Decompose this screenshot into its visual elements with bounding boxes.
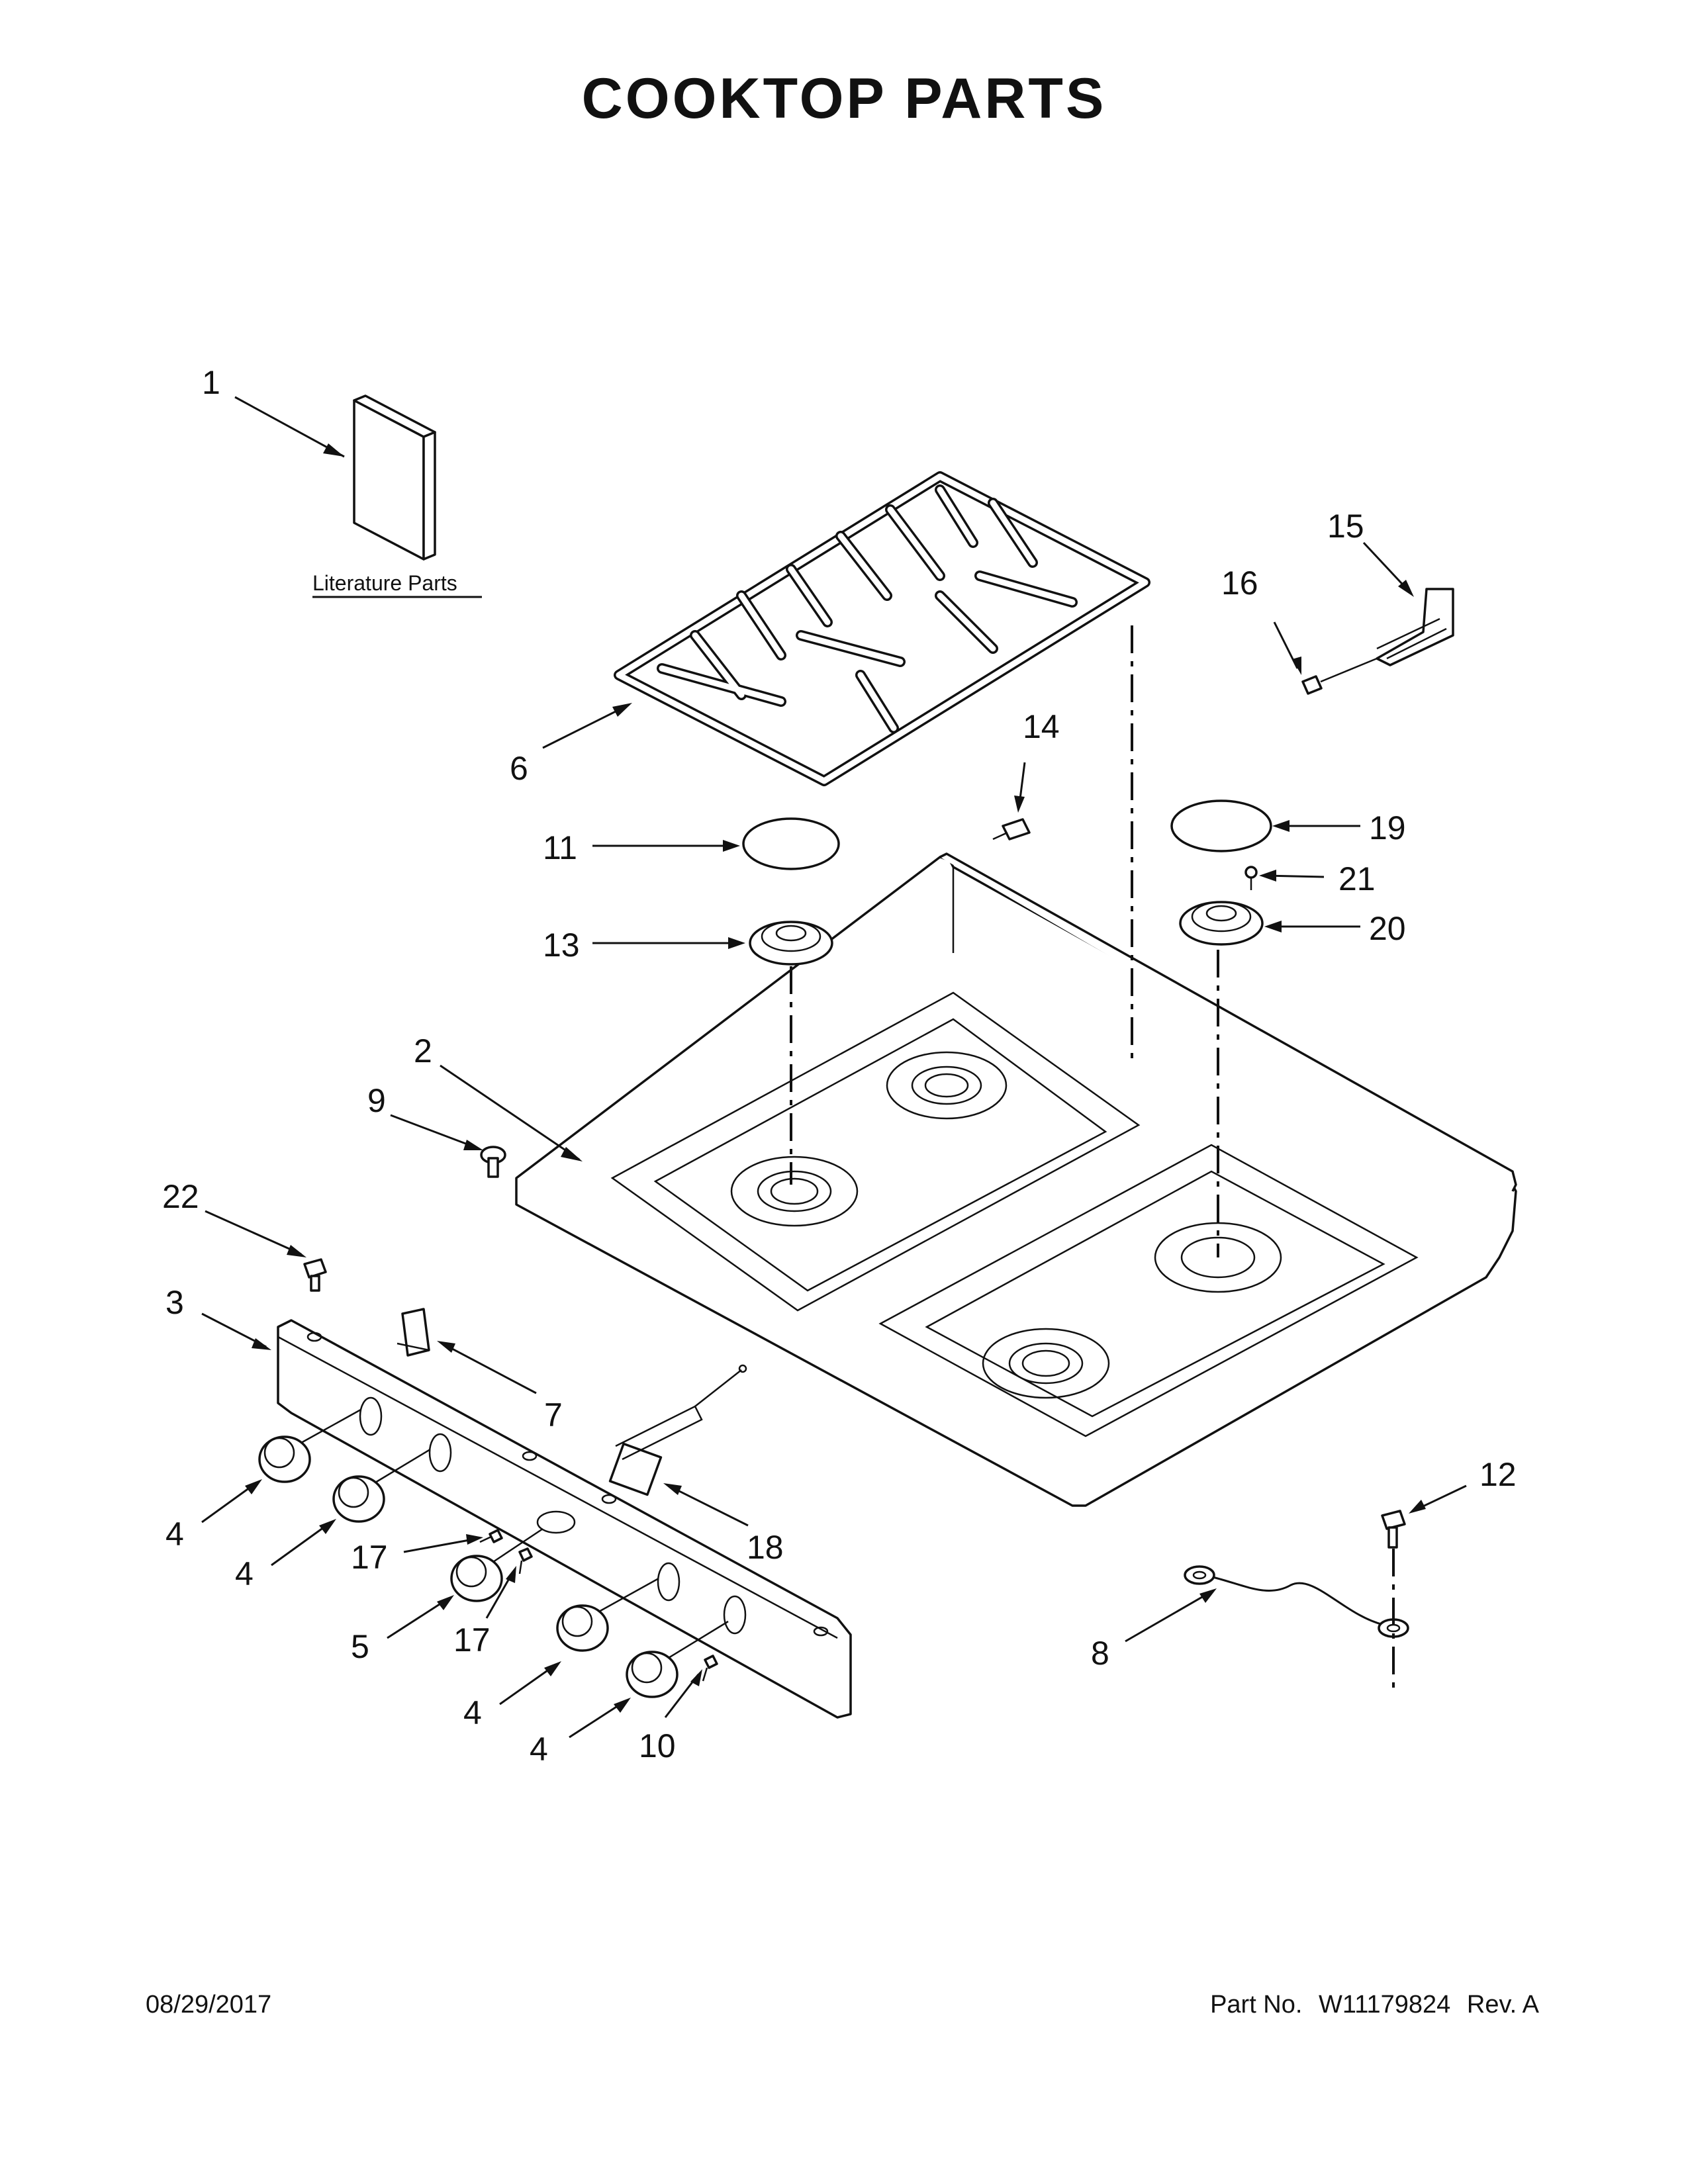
callout-19: 19 xyxy=(1369,809,1406,846)
callout-7: 7 xyxy=(544,1396,563,1433)
callout-17-b: 17 xyxy=(453,1621,491,1659)
part-9-bumper xyxy=(480,1146,506,1178)
callout-11: 11 xyxy=(543,829,577,866)
screw-17-b xyxy=(518,1547,533,1574)
revision-label: Rev. A xyxy=(1466,1991,1539,2019)
screw-14 xyxy=(992,818,1031,841)
callout-4-c: 4 xyxy=(463,1694,482,1731)
screw-17-a xyxy=(479,1529,503,1543)
spark-module-18 xyxy=(608,1364,747,1496)
callout-21: 21 xyxy=(1338,860,1376,897)
burner-base-right xyxy=(1179,901,1264,946)
revision-date: 08/29/2017 xyxy=(146,1991,272,2019)
control-panel-manifold xyxy=(277,1319,852,1719)
clip-7 xyxy=(397,1308,430,1357)
part-number-label: Part No. xyxy=(1210,1991,1303,2019)
burner-cap-right xyxy=(1170,799,1272,852)
burner-cap-left xyxy=(742,817,840,870)
knob-4-d[interactable] xyxy=(626,1651,679,1698)
knob-4-c[interactable] xyxy=(556,1604,609,1652)
screw-22 xyxy=(303,1258,327,1292)
screw-12 xyxy=(1381,1510,1406,1688)
callout-1: 1 xyxy=(202,364,220,401)
callout-14: 14 xyxy=(1023,708,1060,745)
callout-22: 22 xyxy=(162,1178,199,1215)
screw-21 xyxy=(1244,866,1258,890)
part-number-value: W11179824 xyxy=(1319,1991,1451,2019)
knob-4-b[interactable] xyxy=(332,1475,385,1523)
burner-base-left xyxy=(749,921,833,966)
ground-wire-8 xyxy=(1184,1565,1409,1638)
callout-17-a: 17 xyxy=(351,1539,388,1576)
screw-10 xyxy=(702,1655,718,1682)
callout-12: 12 xyxy=(1479,1456,1517,1493)
bracket-15 xyxy=(1376,588,1454,666)
callout-2: 2 xyxy=(414,1032,432,1069)
page-title: COOKTOP PARTS xyxy=(581,67,1107,130)
callout-6: 6 xyxy=(510,750,528,787)
screw-16 xyxy=(1301,657,1378,695)
literature-parts-label: Literature Parts xyxy=(312,571,457,595)
part-number-footer: Part No. W11179824 Rev. A xyxy=(1201,1991,1539,2019)
knob-4-a[interactable] xyxy=(258,1435,311,1483)
callout-15: 15 xyxy=(1327,508,1364,545)
callout-9: 9 xyxy=(367,1082,386,1119)
burner-grate xyxy=(614,471,1150,786)
callout-18: 18 xyxy=(747,1529,784,1566)
callout-20: 20 xyxy=(1369,910,1406,947)
callout-3: 3 xyxy=(165,1284,184,1321)
callout-4-b: 4 xyxy=(235,1555,254,1592)
cooktop-main-top xyxy=(515,852,1517,1507)
callout-8: 8 xyxy=(1091,1635,1109,1672)
callout-13: 13 xyxy=(543,927,580,964)
callout-5: 5 xyxy=(351,1628,369,1665)
callout-16: 16 xyxy=(1221,565,1258,602)
callout-4-d: 4 xyxy=(530,1731,548,1768)
knob-5[interactable] xyxy=(450,1555,503,1602)
callout-10: 10 xyxy=(639,1727,676,1764)
literature-parts-booklet: Literature Parts xyxy=(312,394,482,598)
callout-4-a: 4 xyxy=(165,1516,184,1553)
